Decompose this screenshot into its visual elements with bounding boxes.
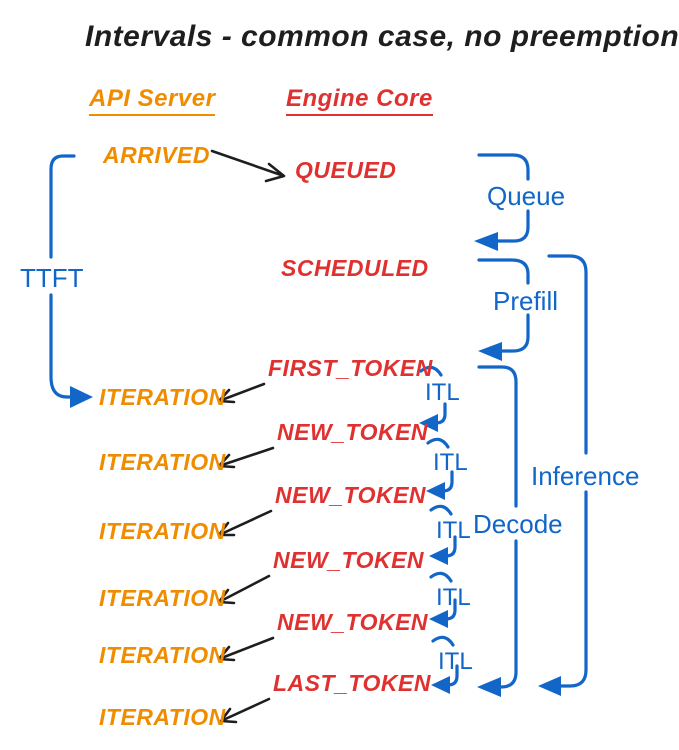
- itl-1-arc: [419, 365, 443, 377]
- event-iteration-1: ITERATION: [99, 384, 226, 410]
- inference-bracket-top: [547, 254, 588, 455]
- column-header-api-server: API Server: [89, 85, 216, 116]
- decode-arrowhead: [477, 677, 501, 697]
- event-iteration-5: ITERATION: [99, 642, 226, 668]
- event-iteration-3: ITERATION: [99, 518, 226, 544]
- arrow-last-token-iteration: [219, 697, 271, 724]
- interval-label-queue: Queue: [487, 181, 566, 211]
- inference-bracket-bottom: [557, 490, 588, 688]
- arrow-new-token1-iteration: [217, 446, 275, 469]
- decode-bracket-bottom: [497, 539, 518, 689]
- itl-3-arc: [429, 504, 453, 516]
- interval-label-decode: Decode: [473, 509, 563, 539]
- interval-label-itl-1: ITL: [425, 379, 460, 406]
- itl-5-arrowhead: [431, 676, 450, 694]
- event-first-token: FIRST_TOKEN: [268, 355, 433, 381]
- event-iteration-4: ITERATION: [99, 585, 226, 611]
- itl-2-arrowhead: [426, 482, 445, 500]
- itl-4-arc: [429, 571, 453, 583]
- event-new-token-2: NEW_TOKEN: [275, 482, 427, 508]
- ttft-arrowhead: [70, 386, 93, 408]
- queue-bracket-bottom: [496, 209, 530, 243]
- ttft-bracket-top: [49, 154, 76, 259]
- event-scheduled: SCHEDULED: [281, 255, 429, 281]
- interval-label-inference: Inference: [531, 461, 640, 491]
- interval-label-prefill: Prefill: [493, 286, 559, 316]
- interval-label-itl-5: ITL: [438, 648, 473, 675]
- decode-bracket-top: [477, 365, 518, 508]
- interval-label-itl-2: ITL: [433, 449, 468, 476]
- arrow-new-token3-iteration: [217, 574, 271, 605]
- event-new-token-1: NEW_TOKEN: [277, 419, 429, 445]
- itl-4-arrowhead: [429, 610, 448, 628]
- ttft-bracket-bottom: [49, 293, 73, 399]
- itl-1-arrowhead: [419, 414, 438, 432]
- prefill-bracket-top: [477, 258, 530, 285]
- arrow-arrived-queued: [210, 149, 286, 183]
- event-new-token-4: NEW_TOKEN: [277, 609, 429, 635]
- event-new-token-3: NEW_TOKEN: [273, 547, 425, 573]
- column-header-engine-core: Engine Core: [286, 85, 433, 116]
- prefill-arrowhead: [478, 342, 502, 361]
- event-arrived: ARRIVED: [103, 142, 211, 168]
- queue-arrowhead: [474, 232, 498, 251]
- event-last-token: LAST_TOKEN: [273, 670, 431, 696]
- event-iteration-6: ITERATION: [99, 704, 226, 730]
- event-queued: QUEUED: [295, 157, 397, 183]
- arrow-new-token4-iteration: [217, 636, 275, 662]
- event-iteration-2: ITERATION: [99, 449, 226, 475]
- prefill-bracket-bottom: [500, 313, 530, 353]
- diagram-title: Intervals - common case, no preemptions: [85, 20, 679, 53]
- queue-bracket-top: [477, 153, 530, 181]
- inference-arrowhead: [538, 676, 561, 696]
- itl-5-arc: [431, 635, 455, 647]
- interval-label-itl-3: ITL: [436, 517, 471, 544]
- itl-2-arc: [426, 437, 450, 449]
- arrow-first-token-iteration: [217, 382, 266, 404]
- itl-3-arrowhead: [429, 547, 448, 565]
- interval-label-ttft: TTFT: [20, 263, 84, 293]
- arrow-new-token2-iteration: [217, 509, 273, 537]
- interval-label-itl-4: ITL: [436, 584, 471, 611]
